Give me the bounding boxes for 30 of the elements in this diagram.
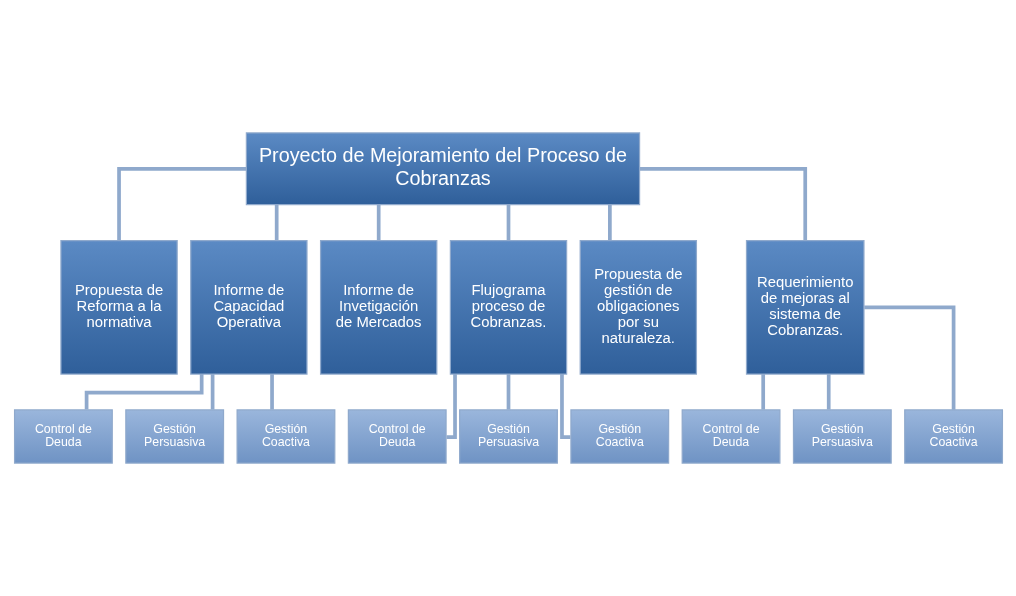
node-box: Gestión Persuasiva (124, 409, 224, 464)
connector (826, 374, 831, 410)
connector (506, 204, 510, 241)
connector (639, 166, 807, 241)
node-box: Gestión Coactiva (569, 409, 669, 464)
connector (376, 204, 381, 241)
node-box: Informe de Capacidad Operativa (189, 239, 308, 375)
connector (269, 374, 274, 410)
node-box: Gestión Coactiva (903, 409, 1003, 464)
node-box: Gestión Persuasiva (792, 409, 892, 464)
node-box: Informe de Invetigación de Mercados (319, 239, 437, 375)
connector (863, 305, 955, 410)
node-box: Control de Deuda (681, 409, 780, 464)
node-box: Control de Deuda (347, 409, 447, 464)
connector (607, 204, 612, 241)
node-box: Control de Deuda (13, 409, 113, 464)
connector (274, 204, 279, 241)
connector (760, 374, 765, 410)
node-box: Propuesta de gestión de obligaciones por su naturaleza. (579, 239, 697, 375)
node-box: Gestión Persuasiva (458, 409, 558, 464)
connector (210, 374, 214, 410)
connector (116, 166, 246, 241)
connector (506, 374, 510, 410)
connector (446, 374, 457, 439)
node-box: Gestión Coactiva (236, 409, 335, 464)
node-box: Propuesta de Reforma a la normativa (59, 239, 178, 375)
node-box: Requerimiento de mejoras al sistema de Cobranzas. (745, 239, 865, 375)
connector (559, 374, 570, 439)
node-box: Proyecto de Mejoramiento del Proceso de Cobranzas (245, 132, 640, 206)
node-box: Flujograma proceso de Cobranzas. (449, 239, 567, 375)
